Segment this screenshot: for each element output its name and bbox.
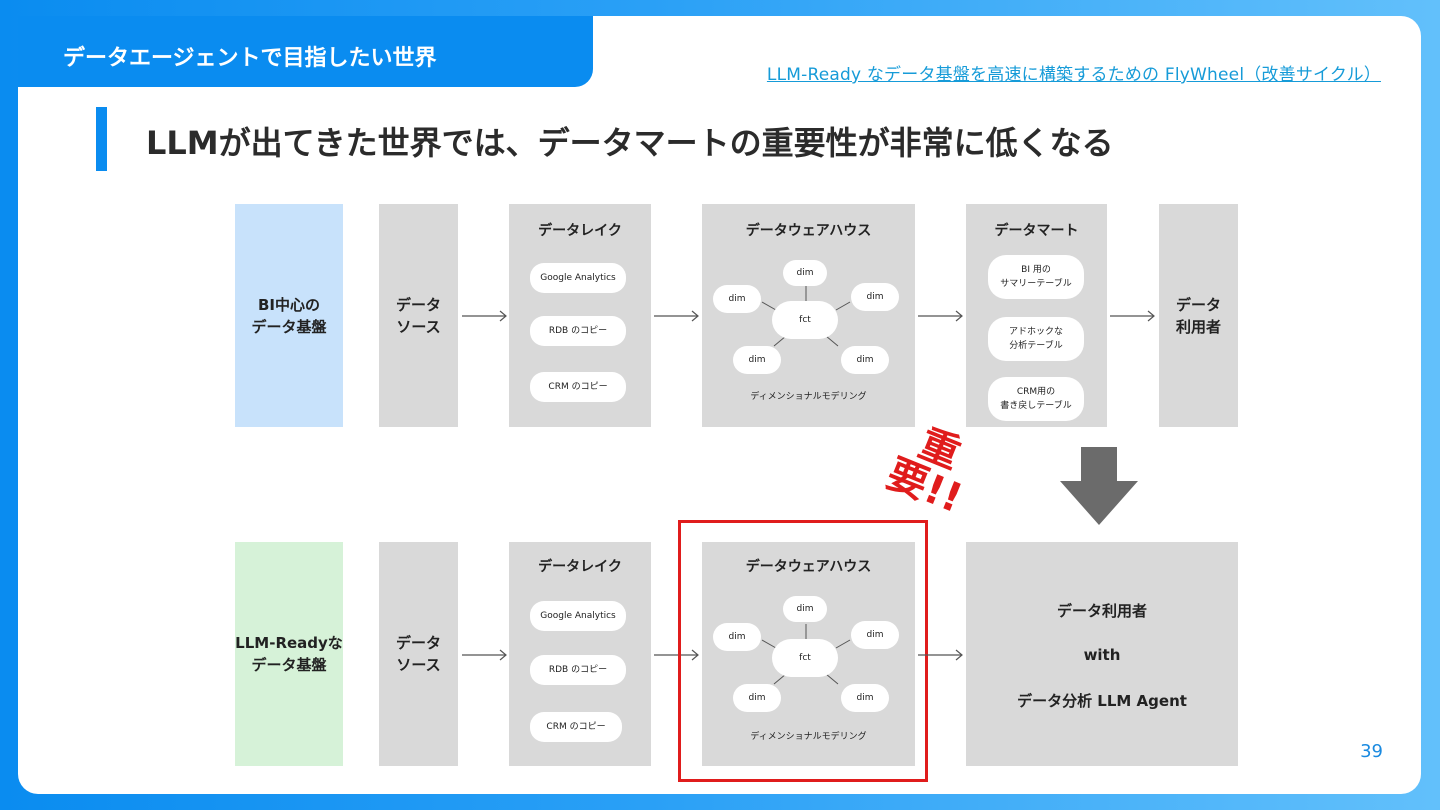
bottom-source-label: データ ソース	[395, 634, 441, 674]
section-tab: データエージェントで目指したい世界	[18, 16, 593, 87]
top-lake-item: Google Analytics	[530, 263, 626, 293]
dim-node: dim	[783, 596, 827, 622]
dim-node: dim	[713, 285, 761, 313]
top-lake-item: CRM のコピー	[530, 372, 626, 402]
dim-node: dim	[713, 623, 761, 651]
bottom-lake-item: CRM のコピー	[530, 712, 622, 742]
users-line-1: データ利用者	[1056, 602, 1147, 620]
users-line-2: with	[1083, 646, 1121, 664]
llm-platform-label: LLM-Readyな データ基盤	[235, 634, 343, 674]
page-number: 39	[1360, 741, 1383, 762]
subtitle-link[interactable]: LLM-Ready なデータ基盤を高速に構築するための FlyWheel（改善サ…	[766, 65, 1381, 85]
top-source-box: データ ソース	[379, 204, 458, 427]
arrow-right-icon	[918, 649, 963, 661]
bottom-users-box: データ利用者 with データ分析 LLM Agent	[966, 542, 1238, 766]
fct-node: fct	[772, 301, 838, 339]
bottom-dwh-box: データウェアハウス dim dim dim fct dim dim ディメンショ…	[702, 542, 915, 766]
bottom-lake-item: RDB のコピー	[530, 655, 626, 685]
bottom-lake-item: Google Analytics	[530, 601, 626, 631]
users-line-3: データ分析 LLM Agent	[1017, 692, 1187, 710]
mart-item: CRM用の 書き戻しテーブル	[988, 377, 1084, 421]
title-accent-bar	[96, 107, 107, 171]
bottom-lake-box: データレイク Google Analytics RDB のコピー CRM のコピ…	[509, 542, 651, 766]
bottom-source-box: データ ソース	[379, 542, 458, 766]
top-lake-item: RDB のコピー	[530, 316, 626, 346]
dim-node: dim	[851, 283, 899, 311]
arrow-down-icon	[1060, 447, 1138, 525]
bi-platform-box: BI中心の データ基盤	[235, 204, 343, 427]
bottom-dwh-title: データウェアハウス	[745, 559, 872, 575]
top-dwh-box: データウェアハウス dim dim dim fct dim dim ディメンショ…	[702, 204, 915, 427]
top-users-label: データ 利用者	[1175, 296, 1221, 336]
arrow-right-icon	[1110, 310, 1155, 322]
star-schema-lines	[761, 286, 851, 347]
top-dwh-title: データウェアハウス	[745, 223, 872, 239]
dim-node: dim	[783, 260, 827, 286]
dwh-highlight-frame	[678, 520, 928, 782]
dim-node: dim	[733, 684, 781, 712]
top-source-label: データ ソース	[395, 296, 441, 336]
dim-node: dim	[733, 346, 781, 374]
modeling-note: ディメンショナルモデリング	[750, 732, 867, 742]
data-mart-box: データマート BI 用の サマリーテーブル アドホックな 分析テーブル CRM用…	[966, 204, 1107, 427]
arrow-right-icon	[654, 310, 699, 322]
arrow-right-icon	[654, 649, 699, 661]
slide-title: LLMが出てきた世界では、データマートの重要性が非常に低くなる	[146, 124, 1114, 162]
mart-item: アドホックな 分析テーブル	[988, 317, 1084, 361]
top-lake-title: データレイク	[538, 223, 622, 239]
modeling-note: ディメンショナルモデリング	[750, 392, 867, 402]
data-mart-title: データマート	[994, 223, 1079, 239]
bi-platform-label: BI中心の データ基盤	[251, 296, 327, 336]
llm-platform-box: LLM-Readyな データ基盤	[235, 542, 343, 766]
dim-node: dim	[841, 346, 889, 374]
fct-node: fct	[772, 639, 838, 677]
mart-item: BI 用の サマリーテーブル	[988, 255, 1084, 299]
bottom-lake-title: データレイク	[538, 559, 622, 575]
top-lake-box: データレイク Google Analytics RDB のコピー CRM のコピ…	[509, 204, 651, 427]
dim-node: dim	[841, 684, 889, 712]
dim-node: dim	[851, 621, 899, 649]
top-users-box: データ 利用者	[1159, 204, 1238, 427]
arrow-right-icon	[918, 310, 963, 322]
arrow-right-icon	[462, 649, 507, 661]
arrow-right-icon	[462, 310, 507, 322]
